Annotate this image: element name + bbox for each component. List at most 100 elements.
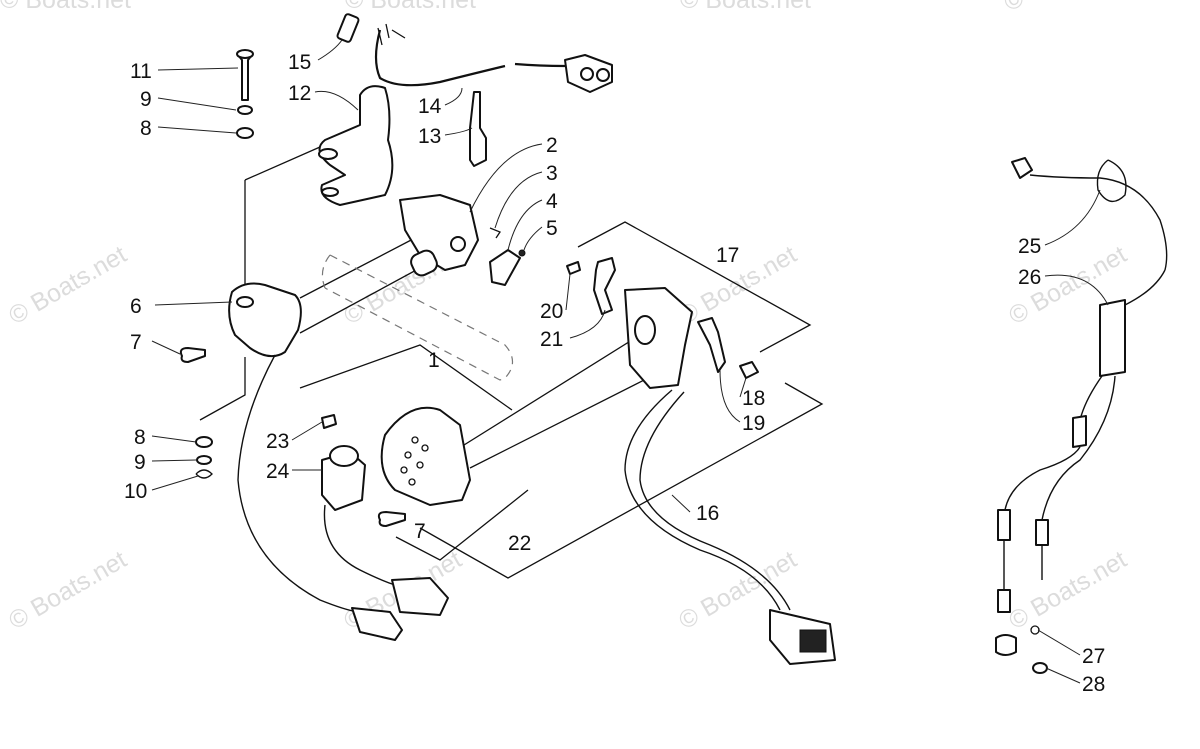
part-26-cable [1029, 174, 1168, 271]
watermark: © Boats.net [0, 0, 131, 14]
callout-28: 28 [1082, 673, 1105, 696]
harness-wire-ends [377, 23, 406, 46]
switch-connector [391, 577, 449, 616]
bolt-head [236, 49, 254, 59]
callout-10: 10 [124, 480, 147, 503]
connector-face [799, 629, 827, 653]
part-8-washer [236, 127, 254, 139]
leader-10 [151, 475, 199, 491]
callout-9: 9 [140, 88, 152, 111]
leader-3 [494, 171, 543, 229]
callout-18: 18 [742, 387, 765, 410]
leader-6 [154, 301, 233, 306]
vent-hole [411, 436, 419, 444]
switch-pivot [450, 236, 466, 252]
cable-sleeve [1035, 519, 1049, 546]
part-11-bolt [237, 54, 253, 101]
callout-3: 3 [546, 162, 558, 185]
part-8-washer [195, 436, 213, 448]
callout-1: 1 [428, 349, 440, 372]
callout-5: 5 [546, 217, 558, 240]
switch-wire [323, 504, 396, 586]
part-3-spring [489, 227, 501, 239]
callout-8-lower: 8 [134, 426, 146, 449]
callout-17: 17 [716, 244, 739, 267]
watermark-corner: © B [999, 0, 1049, 17]
bracket-hole [318, 148, 338, 160]
part-25-end [1011, 157, 1033, 179]
connector-pin [580, 67, 594, 81]
leader-23 [291, 421, 323, 441]
bracket-17 [577, 221, 812, 353]
part-5-screw [518, 249, 526, 257]
watermarks: © Boats.net © Boats.net © Boats.net © B … [0, 0, 1131, 635]
leader-8 [157, 126, 237, 134]
part-20-screw [566, 261, 581, 275]
connector-line [299, 267, 421, 334]
cable-segment [1004, 446, 1081, 511]
leader-8b [151, 435, 197, 443]
leader-13 [444, 127, 473, 136]
cable-end [997, 589, 1011, 613]
leader-11 [157, 67, 239, 71]
watermark: © Boats.net [345, 0, 476, 14]
part-14-harness [514, 62, 566, 68]
bracket-12 [244, 146, 321, 181]
vent-hole [404, 451, 412, 459]
leader-27 [1037, 629, 1081, 656]
leader-26 [1044, 274, 1109, 306]
housing-hole [236, 296, 254, 308]
leader-4 [507, 199, 543, 251]
leader-14 [444, 87, 463, 106]
callout-13: 13 [418, 125, 441, 148]
cable-loop [1096, 159, 1127, 203]
leader-28 [1045, 667, 1081, 684]
callout-15: 15 [288, 51, 311, 74]
connector-line [299, 237, 416, 299]
leader-lines [151, 39, 1109, 684]
housing-wire [237, 354, 359, 613]
switch-button [329, 445, 359, 467]
part-7-screw [377, 511, 406, 527]
part-23-screw [321, 414, 337, 429]
callout-16: 16 [696, 502, 719, 525]
part-15-sleeve [336, 13, 360, 43]
vent-hole [416, 461, 424, 469]
part-9-lockwasher [196, 455, 212, 465]
leader-7 [151, 340, 181, 355]
part-27-clip [1030, 625, 1040, 635]
leader-5 [523, 226, 543, 251]
switch-boss [410, 249, 438, 277]
callout-2: 2 [546, 134, 558, 157]
housing-bore [634, 315, 656, 345]
cable-segment [1079, 375, 1103, 421]
callout-12: 12 [288, 82, 311, 105]
callout-6: 6 [130, 295, 142, 318]
callout-27: 27 [1082, 645, 1105, 668]
part-9-lockwasher [237, 105, 253, 115]
watermark: © Boats.net [4, 545, 131, 635]
callout-labels: 11 9 8 15 12 14 13 2 3 4 5 17 6 7 1 20 2… [124, 51, 1105, 696]
handlebar-dashed [324, 254, 514, 381]
part-21-lever [593, 257, 616, 315]
cable-sleeve [1072, 415, 1087, 448]
handlebar-outline [321, 254, 514, 381]
callout-25: 25 [1018, 235, 1041, 258]
leader-20 [565, 273, 571, 311]
callout-4: 4 [546, 190, 558, 213]
watermark: © Boats.net [1004, 545, 1131, 635]
watermark: © Boats.net [680, 0, 811, 14]
leader-16 [671, 494, 691, 513]
part-14-harness [374, 29, 506, 87]
part-10-clip [195, 469, 213, 479]
leader-2 [469, 143, 543, 213]
callout-22: 22 [508, 532, 531, 555]
callout-14: 14 [418, 95, 442, 118]
callout-19: 19 [742, 412, 765, 435]
callout-11: 11 [130, 60, 152, 83]
leader-9b [151, 459, 197, 462]
bracket-line [199, 357, 246, 421]
leader-18 [739, 377, 747, 398]
part-6-housing [228, 282, 302, 358]
part-19-lever [697, 317, 726, 373]
